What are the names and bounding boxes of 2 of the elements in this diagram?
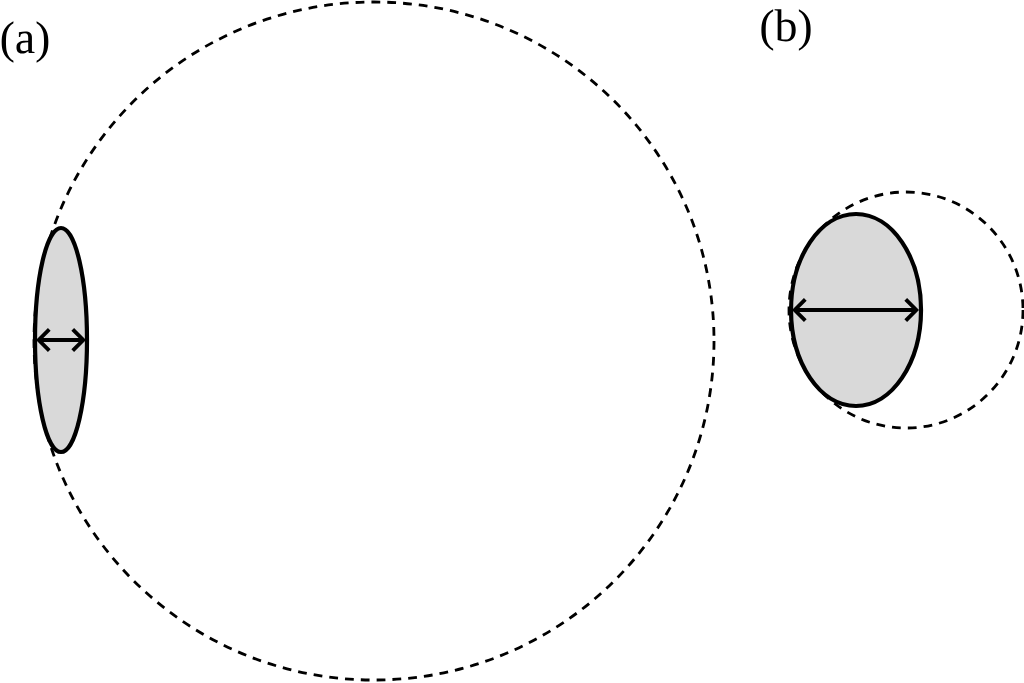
panel-label: (b) xyxy=(761,9,811,51)
panel-label: (a) xyxy=(1,21,49,63)
